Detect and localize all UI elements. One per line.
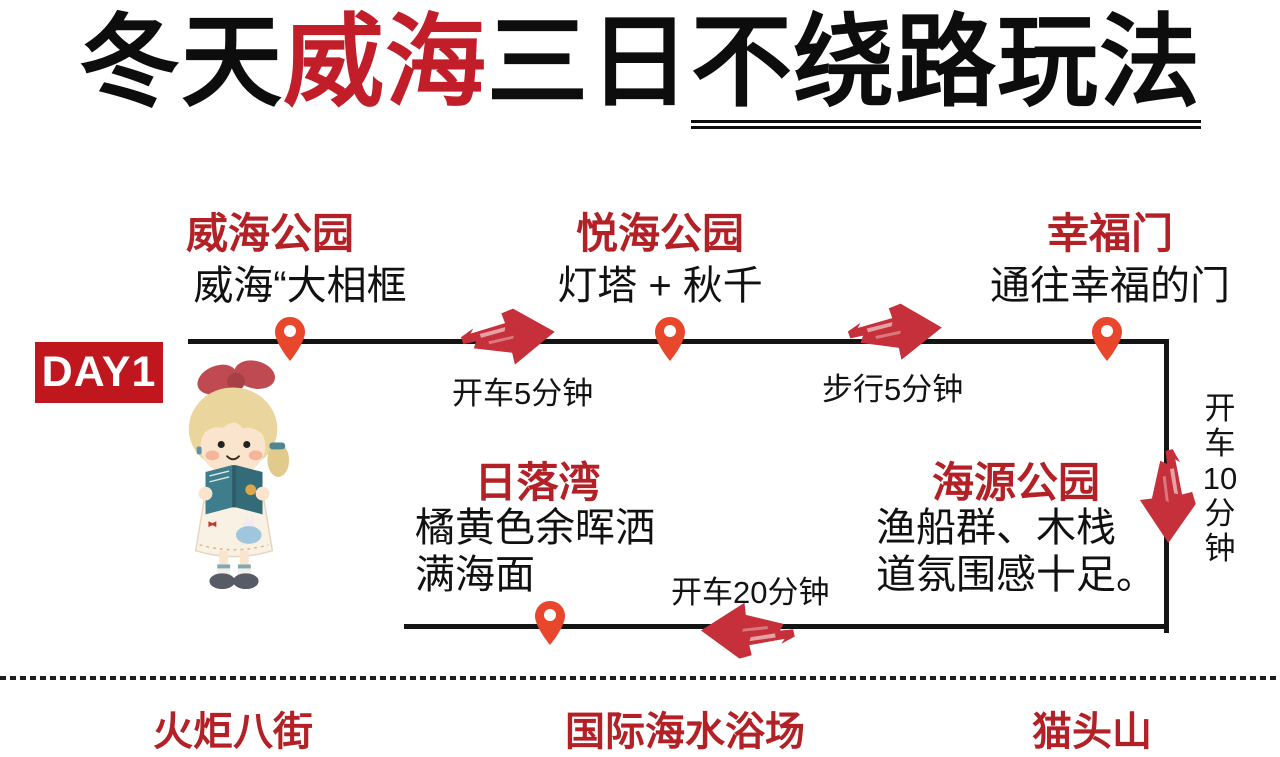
next-day-stop-maotou-mountain: 猫头山 — [1032, 710, 1152, 754]
brush-arrow-left-icon — [696, 598, 799, 663]
stop-desc-line: 满海面 — [415, 553, 535, 597]
day1-badge: DAY1 — [35, 342, 163, 403]
map-pin-icon — [655, 317, 685, 361]
vertical-char: 车 — [1204, 426, 1236, 461]
title-segment-underlined: 不绕路玩法 — [691, 7, 1202, 129]
stop-desc-line: 渔船群、木栈 — [876, 506, 1116, 550]
stop-desc: 橘黄色余晖洒 满海面 — [415, 505, 705, 599]
vertical-char: 开 — [1204, 391, 1236, 426]
stop-desc: 通往幸福的门 — [990, 264, 1230, 308]
map-pin-icon — [535, 601, 565, 645]
transit-label-drive-5min: 开车5分钟 — [452, 376, 594, 411]
title-segment-red-weihai: 威海 — [282, 7, 487, 119]
brush-arrow-right-icon — [843, 299, 946, 364]
brush-arrow-right-icon — [456, 304, 560, 371]
transit-label-drive-20min: 开车20分钟 — [671, 575, 830, 610]
stop-name-xingfu-gate: 幸福门 — [1046, 210, 1173, 257]
next-day-stop-huoju-8th-street: 火炬八街 — [153, 710, 313, 754]
map-pin-icon — [1092, 317, 1122, 361]
title-segment-black: 三日 — [487, 7, 692, 119]
stop-name-sunset-bay: 日落湾 — [474, 459, 601, 506]
stop-desc: 威海“大相框 — [193, 264, 407, 308]
vertical-char: 10 — [1202, 461, 1238, 496]
stop-desc: 渔船群、木栈 道氛围感十足。 — [876, 505, 1176, 599]
vertical-char: 分 — [1204, 496, 1236, 531]
stop-desc-line: 橘黄色余晖洒 — [415, 506, 655, 550]
stop-name-weihai-park: 威海公园 — [185, 210, 354, 257]
title-segment-black: 冬天 — [78, 7, 283, 119]
brush-arrow-down-icon — [1136, 445, 1199, 547]
stop-name-haiyuan-park: 海源公园 — [931, 459, 1100, 506]
stop-desc: 灯塔 + 秋千 — [557, 264, 763, 308]
map-pin-icon — [275, 317, 305, 361]
route-line-bottom — [404, 624, 1169, 629]
next-day-stop-international-beach: 国际海水浴场 — [565, 710, 805, 754]
transit-label-drive-10min-vertical: 开 车 10 分 钟 — [1196, 391, 1244, 566]
dashed-divider — [0, 676, 1280, 680]
page-title: 冬天威海三日不绕路玩法 — [0, 4, 1280, 129]
vertical-char: 钟 — [1204, 531, 1236, 566]
girl-reading-mascot — [176, 356, 294, 592]
transit-label-walk-5min: 步行5分钟 — [822, 372, 964, 407]
stop-name-yuehai-park: 悦海公园 — [575, 210, 744, 257]
stop-desc-line: 道氛围感十足。 — [876, 553, 1156, 597]
